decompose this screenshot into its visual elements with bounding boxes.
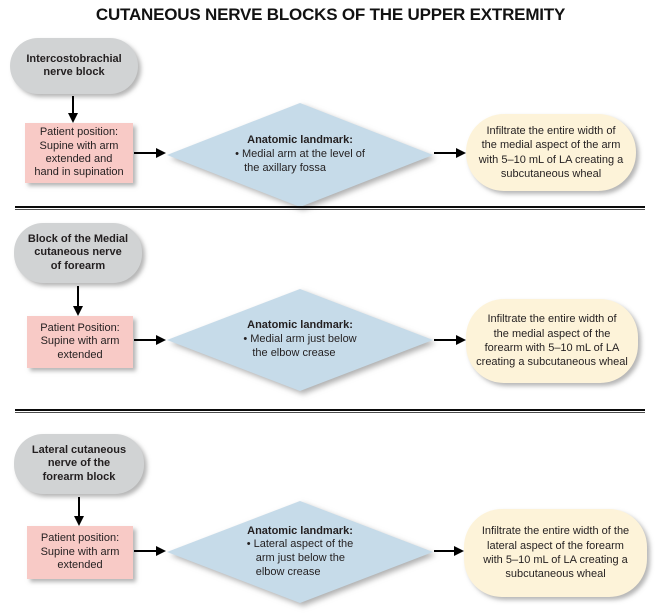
start-node: Intercostobrachial nerve block	[10, 38, 138, 94]
arrow-down-icon	[68, 96, 78, 123]
action-label: Infiltrate the entire width of the media…	[476, 313, 628, 369]
start-node-label: Lateral cutaneous nerve of the forearm b…	[31, 443, 127, 483]
landmark-diamond: Anatomic landmark: • Medial arm just bel…	[167, 289, 433, 391]
arrow-down-icon	[74, 497, 84, 526]
arrow-right-icon	[134, 335, 166, 345]
arrow-down-icon	[73, 286, 83, 316]
arrow-right-icon	[134, 546, 166, 556]
action-node: Infiltrate the entire width of the media…	[466, 299, 638, 383]
action-node: Infiltrate the entire width of the later…	[464, 509, 647, 597]
row-divider	[15, 206, 645, 210]
landmark-node: Anatomic landmark: • Medial arm at the l…	[167, 103, 433, 207]
landmark-diamond: Anatomic landmark: • Medial arm at the l…	[167, 103, 433, 207]
row-divider	[15, 409, 645, 413]
page-title: CUTANEOUS NERVE BLOCKS OF THE UPPER EXTR…	[95, 5, 566, 24]
arrow-right-icon	[434, 335, 466, 345]
landmark-node: Anatomic landmark: • Lateral aspect of t…	[167, 501, 433, 603]
landmark-node: Anatomic landmark: • Medial arm just bel…	[167, 289, 433, 391]
action-node: Infiltrate the entire width of the media…	[466, 114, 636, 191]
start-node-label: Block of the Medial cutaneous nerve of f…	[27, 232, 129, 272]
landmark-title: Anatomic landmark:	[247, 319, 353, 332]
landmark-title: Anatomic landmark:	[247, 524, 353, 537]
action-label: Infiltrate the entire width of the media…	[478, 124, 624, 180]
landmark-bullet: • Lateral aspect of the arm just below t…	[246, 538, 354, 578]
arrow-right-icon	[434, 148, 466, 158]
position-node: Patient position: Supine with arm extend…	[27, 526, 133, 579]
position-label: Patient Position: Supine with arm extend…	[40, 321, 120, 361]
start-node: Lateral cutaneous nerve of the forearm b…	[14, 434, 144, 494]
landmark-bullet: • Medial arm just below the elbow crease	[243, 333, 357, 359]
landmark-title: Anatomic landmark:	[247, 134, 353, 147]
position-label: Patient position: Supine with arm extend…	[34, 126, 124, 179]
arrow-right-icon	[434, 546, 464, 556]
start-node: Block of the Medial cutaneous nerve of f…	[14, 223, 142, 283]
landmark-diamond: Anatomic landmark: • Lateral aspect of t…	[167, 501, 433, 603]
position-label: Patient position: Supine with arm extend…	[40, 532, 120, 572]
start-node-label: Intercostobrachial nerve block	[26, 52, 122, 78]
landmark-bullet: • Medial arm at the level of the axillar…	[235, 148, 365, 174]
position-node: Patient Position: Supine with arm extend…	[27, 316, 133, 368]
arrow-right-icon	[134, 148, 166, 158]
action-label: Infiltrate the entire width of the later…	[481, 525, 630, 581]
position-node: Patient position: Supine with arm extend…	[25, 123, 133, 183]
